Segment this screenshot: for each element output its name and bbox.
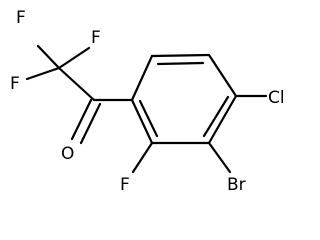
ring-inner-bond-top (156, 61, 205, 66)
bond-cf3-to-f-top-right (57, 46, 91, 70)
atom-fluorine-left: F (10, 74, 20, 94)
bond-cf3-to-carbonyl (57, 66, 96, 102)
bond-carbonyl-oxygen-1 (70, 98, 93, 141)
bond-ring-to-bromine (207, 141, 232, 174)
atom-fluorine-top-right: F (91, 28, 101, 48)
ring-inner-bond-left (138, 99, 159, 138)
ring-bond-c1-c2 (130, 54, 154, 102)
molecule-structure: F F F O F Br Cl (10, 8, 285, 195)
ring-inner-bond-right (202, 95, 230, 138)
atom-fluorine-top-left: F (16, 8, 26, 28)
bond-cf3-to-f-left (25, 66, 61, 81)
bond-carbonyl-oxygen-2 (79, 102, 102, 145)
ring-bond-c2-c3 (150, 53, 211, 58)
ring-bond-c4-c5 (207, 94, 238, 145)
atom-oxygen: O (61, 144, 74, 164)
atom-chlorine: Cl (268, 88, 285, 108)
atom-bromine: Br (227, 175, 246, 195)
atom-fluorine-ring: F (120, 175, 130, 195)
bond-cf3-to-f-top-left (36, 44, 61, 70)
bond-ring-to-fluorine (131, 141, 154, 174)
ring-bond-c6-c1 (130, 98, 154, 145)
ring-bond-c3-c4 (207, 53, 238, 98)
